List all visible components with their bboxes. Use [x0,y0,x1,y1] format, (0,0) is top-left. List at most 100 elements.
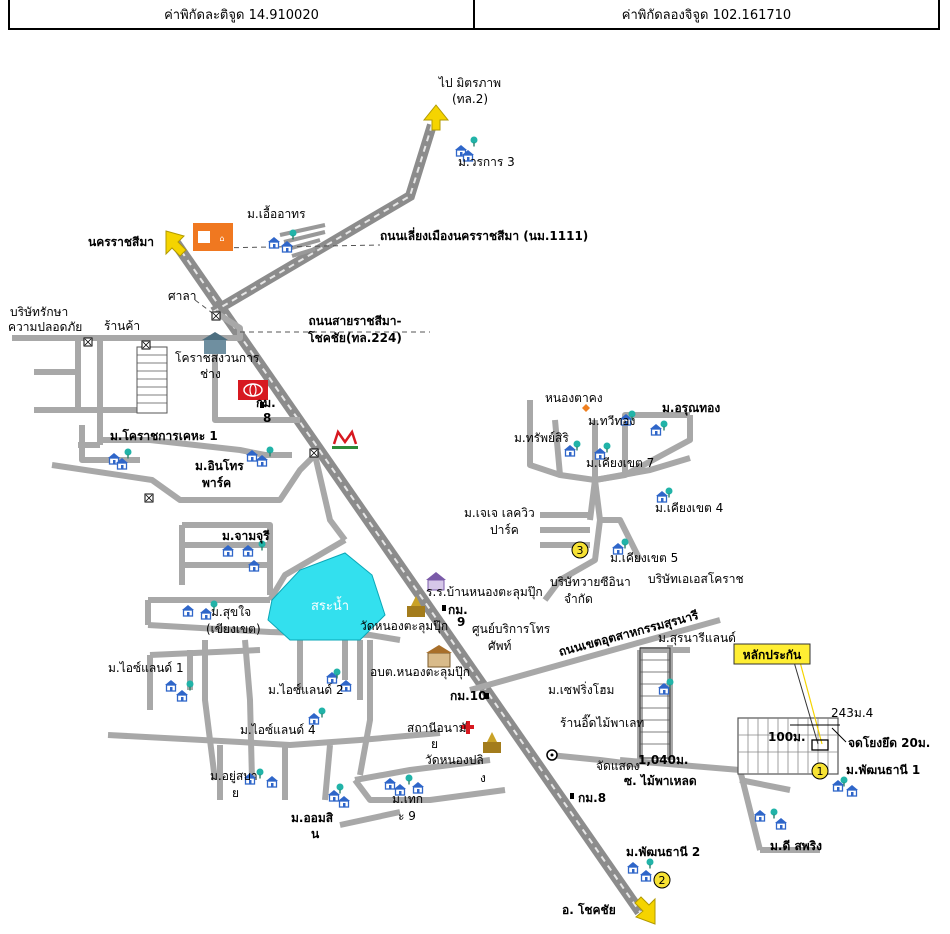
label-health-2: ย [431,737,438,751]
label-ice-land4: ม.ไอซ์แลนด์ 4 [240,723,316,737]
label-kanok9-2: ะ 9 [398,809,416,823]
label-jj-1: ม.เจเจ เลควิว [464,506,535,520]
label-km8-a: กม. [256,396,276,410]
label-to-chokchai: อ. โชคชัย [562,902,616,917]
label-wat2-1: วัดหนองปลิ [425,753,484,767]
school-icon [426,572,446,591]
marker-2 [653,871,671,889]
label-km9-a: กม. [448,603,468,617]
label-km8-b: 8 [263,411,271,425]
label-arunthong: ม.อรุณทอง [662,401,720,416]
label-khiangkhet7: ม.เคียงเขต 7 [586,456,654,470]
label-pond: สระน้ำ [311,596,349,614]
red-cross-icon [461,721,474,734]
label-school: ร.ร.บ้านหนองตะลุมปุ๊ก [426,585,543,600]
label-khiangkhet5: ม.เคียงเขต 5 [610,551,678,565]
km-post-10-icon [485,693,489,699]
label-as-korat: บริษัทเอเอสโคราช [648,572,744,586]
arrow-south [634,896,656,925]
label-safe-home: ม.เซฟริ่งโฮม [548,681,614,697]
numbered-markers: 1 2 3 [571,541,829,889]
collateral-label: หลักประกัน [743,648,802,662]
label-dee-spring: ม.ดี สพริง [770,839,822,853]
label-jamjuree: ม.จามจุรี [222,529,270,544]
landmark-icons: ⌂ [83,223,590,799]
label-korat-school-1: โคราชสงวนการ [175,351,260,365]
label-yusabai-1: ม.อยู่สบา [210,769,258,784]
label-phatthana2: ม.พัฒนธานี 2 [626,845,700,859]
coordinate-header: ค่าพิกัดละติจูด 14.910020 ค่าพิกัดลองจิจ… [8,0,940,30]
label-security-2: ความปลอดภัย [8,320,82,334]
km-post-9-icon [442,605,446,611]
label-omsin-1: ม.ออมสิ [291,811,334,825]
label-wat2-2: ง [480,771,486,785]
flag-icon-4 [309,448,319,458]
label-km9-b: 9 [457,615,465,629]
label-thai-co-1: บริษัทวายซีอินา [550,575,631,589]
pond [267,552,386,641]
label-to-mittraphap: ไป มิตรภาพ [438,76,501,90]
label-uea-athon: ม.เอื้ออาทร [247,205,306,221]
collateral-marker[interactable]: หลักประกัน [733,643,847,751]
flag-icon-3 [211,311,221,321]
latitude-cell: ค่าพิกัดละติจูด 14.910020 [164,7,319,23]
label-phone-center-1: ศูนย์บริการโทร [472,622,551,637]
label-sala: ศาลา [168,289,196,303]
flag-icon-1 [83,337,93,347]
map-labels: ไป มิตรภาพ (ทล.2) ม.วรการ 3 ม.เอื้ออาทร … [8,76,930,917]
highway-224 [170,238,645,916]
label-sukjai-2: (เขียงเขต) [206,622,261,636]
label-km10: กม.10 [450,689,486,703]
direction-arrows [165,104,656,925]
svg-text:1: 1 [817,765,824,778]
label-inthra-1: ม.อินโทร [195,458,244,473]
arrow-north [422,104,450,131]
label-nong-takhong: หนองตาคง [545,391,603,405]
km-post-8b-icon [570,793,574,799]
label-omsin-2: น [311,827,320,841]
toyota-logo-icon [238,380,268,400]
label-health-1: สถานีอนามั [407,721,467,735]
label-to-mittraphap-code: (ทล.2) [452,92,488,106]
label-sukjai-1: ม.สุขใจ [211,605,251,620]
label-plot-243: 243ม.4 [831,706,873,720]
label-ice-land1: ม.ไอซ์แลนด์ 1 [108,661,184,675]
label-phone-center-2: ศัพท์ [488,639,512,653]
label-security-1: บริษัทรักษา [10,305,68,319]
label-suranaree-land: ม.สุรนารีแลนด์ [658,631,736,646]
label-ice-land2: ม.ไอซ์แลนด์ 2 [268,683,344,697]
label-soi-maipaled: ซ. ไม้พาเหลด [624,773,697,788]
label-dist-100: 100ม. [768,730,806,744]
label-korat-chokchai-1: ถนนสายราชสีมา- [308,314,401,328]
label-plot-20m: จดโยงยึด 20ม. [848,735,930,750]
flag-icon-2 [141,340,151,350]
temple-icon-1 [407,596,425,617]
svg-text:2: 2 [659,874,666,887]
marker-3 [571,541,589,559]
label-korat-school-2: ช่าง [200,367,221,381]
label-wood-shop: ร้านอิ๊ดไม้พาเลท [560,714,644,730]
label-woraphon3: ม.วรการ 3 [458,155,515,169]
label-sap-siri: ม.ทรัพย์สิริ [514,431,569,445]
makro-logo-icon [332,429,358,449]
label-sale-point: จัดแสดง [596,759,640,773]
longitude-cell: ค่าพิกัดลองจิจูด 102.161710 [473,0,938,28]
label-korat-chokchai-2: โชคชัย(ทล.224) [307,330,402,345]
label-phatthana1: ม.พัฒนธานี 1 [846,763,920,777]
arrow-nakhon [165,230,187,257]
label-thai-co-2: จำกัด [564,592,593,606]
label-yusabai-2: ย [232,786,239,800]
label-bypass: ถนนเลี่ยงเมืองนครราชสีมา (นม.1111) [380,227,588,243]
km-post-8-icon [260,402,264,408]
label-nakhon: นครราชสีมา [88,235,154,249]
label-khiangkhet4: ม.เคียงเขต 4 [655,501,723,515]
label-kanok9-1: ม.เทก [392,792,423,806]
office-icon [426,645,452,668]
label-inthra-2: พาร์ค [202,476,231,490]
school-building-icon [202,332,228,354]
svg-text:⌂: ⌂ [219,234,224,243]
bypass-road [210,123,437,317]
label-km8-low: กม.8 [578,791,606,805]
shop-pin-icon [582,404,590,412]
